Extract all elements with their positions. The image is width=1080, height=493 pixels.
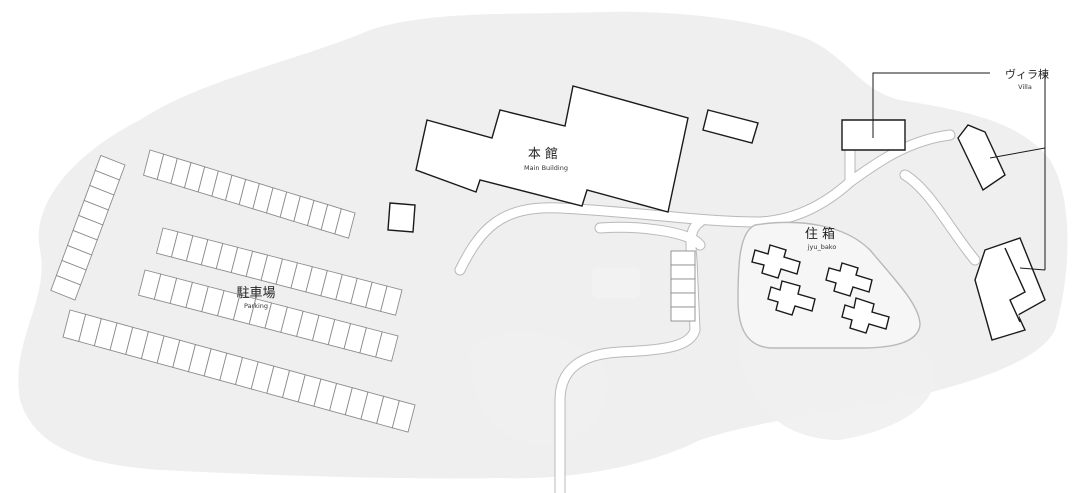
villa-building-3: [974, 237, 1046, 341]
parking-bay: [380, 285, 403, 316]
villa-building-2: [957, 124, 1006, 192]
parking-label-en: Parking: [244, 302, 268, 310]
parking-bay: [375, 331, 399, 362]
jyu-bako-label-jp: 住 箱: [805, 226, 835, 242]
parking-bay: [334, 208, 356, 239]
central-parking-bays: [670, 250, 696, 322]
plaza: [592, 268, 640, 298]
main-building-label-en: Main Building: [524, 164, 568, 172]
small-building[interactable]: [387, 202, 416, 233]
main-building-label-jp: 本 館: [528, 147, 558, 162]
villa-leaders: [872, 72, 1046, 271]
main-building-outline: [415, 85, 689, 213]
parking-bay: [391, 400, 416, 433]
parking-bay: [50, 274, 82, 301]
jyu-bako-label-en: jyu_bako: [807, 243, 837, 251]
annex-building[interactable]: [702, 109, 759, 144]
parking-area: 駐車場 Parking: [50, 149, 416, 433]
villa-label-en: Villa: [1018, 83, 1032, 91]
jyu-bako-buildings[interactable]: 住 箱 jyu_bako: [751, 226, 890, 334]
parking-label-jp: 駐車場: [236, 286, 275, 301]
villa-label-jp: ヴィラ棟: [1005, 67, 1049, 81]
villa-buildings[interactable]: [841, 119, 1046, 341]
road-network: [454, 129, 981, 493]
villa-building-3-inner: [1004, 247, 1026, 323]
main-building[interactable]: 本 館 Main Building: [415, 85, 689, 213]
parking-bays: [50, 149, 416, 433]
